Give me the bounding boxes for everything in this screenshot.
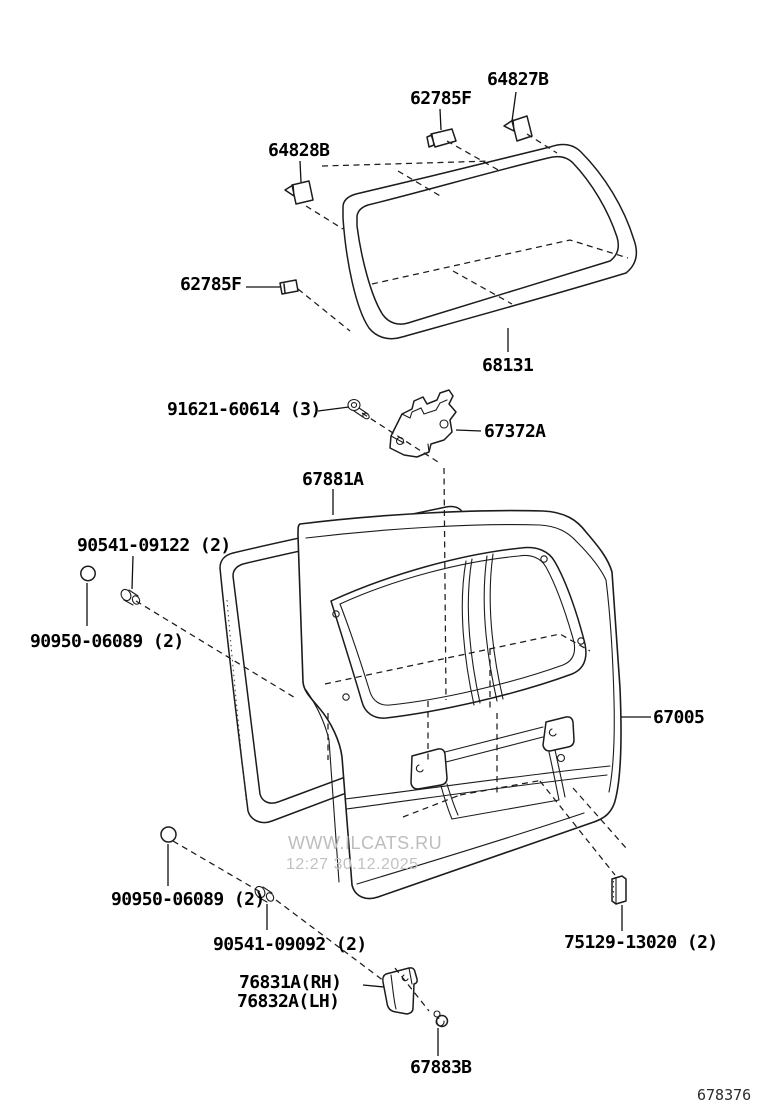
back-glass-68131-shape [342,143,638,340]
part-label-68131: 68131 [482,355,533,376]
part-label-62785f-top: 62785F [410,88,471,109]
grommet-90950-bottom-shape [160,826,177,843]
clip-64828b-shape [284,180,314,205]
part-label-62785f-left: 62785F [180,274,241,295]
dashed-alignment-lines [135,133,629,1012]
clip-62785f-left-shape [279,279,299,295]
mudguard-76831a-shape [382,967,418,1015]
plate-75129-shape [611,875,627,905]
part-label-76832a-lh: 76832A(LH) [237,991,339,1012]
screw-90541-09092-shape [254,885,275,903]
part-label-76831a-rh: 76831A(RH) [239,972,341,993]
part-label-67883b: 67883B [410,1057,472,1078]
hinge-67372a-shape [389,389,457,458]
part-label-90541-09092: 90541-09092 (2) [213,934,367,955]
screw-90541-09122-shape [120,588,141,606]
bolt-91621-shape [347,398,370,420]
clip-67883b-shape [433,1010,449,1028]
part-label-67005: 67005 [653,707,704,728]
watermark-line2: 12:27 30.12.2025 [286,856,419,873]
clip-64827b-shape [503,115,533,142]
part-label-64828b: 64828B [268,140,330,161]
part-labels: 64827B 62785F 64828B 62785F 68131 91621-… [30,69,718,1078]
figure-code: 678376 [697,1086,751,1104]
part-label-67372a: 67372A [484,421,546,442]
back-door-panel-67005-shape [297,509,622,900]
watermark-line1: WWW.ILCATS.RU [288,833,442,853]
part-label-90950-bottom: 90950-06089 (2) [111,889,265,910]
grommet-90950-top-shape [80,565,96,582]
part-label-90541-09122: 90541-09122 (2) [77,535,231,556]
part-label-90950-top: 90950-06089 (2) [30,631,184,652]
clip-62785f-top-shape [426,128,457,148]
part-label-91621-60614: 91621-60614 (3) [167,399,321,420]
part-label-67881a: 67881A [302,469,364,490]
part-label-75129-13020: 75129-13020 (2) [564,932,718,953]
part-label-64827b: 64827B [487,69,549,90]
watermark: WWW.ILCATS.RU 12:27 30.12.2025 [286,833,442,873]
leader-lines [86,91,651,1056]
